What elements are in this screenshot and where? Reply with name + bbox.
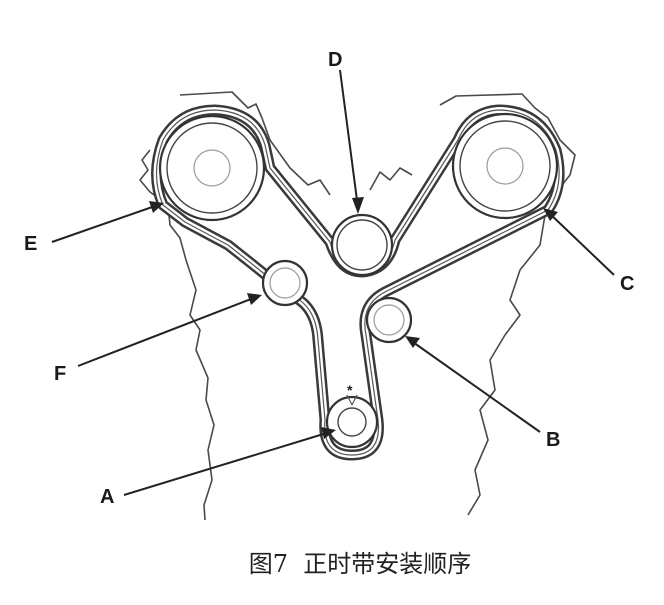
crank-timing-mark: * (347, 382, 353, 398)
water-pump-pulley (330, 213, 394, 277)
leader-line-a (123, 431, 331, 496)
crankshaft-pulley (325, 394, 379, 449)
arrowhead-a (321, 427, 336, 439)
left-camshaft-hub (193, 149, 231, 187)
engine-outline-left (139, 91, 331, 521)
label-a: A (100, 486, 114, 508)
engine-outline-right (369, 93, 576, 516)
label-c: C (620, 273, 634, 295)
timing-belt-core (155, 109, 560, 456)
label-d: D (328, 49, 342, 71)
crank-timing-notch (346, 394, 358, 406)
leader-line-e (51, 204, 159, 243)
leader-line-d (339, 69, 359, 209)
label-f: F (54, 363, 66, 385)
right-camshaft-pulley (451, 112, 559, 220)
arrowhead-c (543, 208, 558, 221)
leader-line-b (409, 339, 541, 433)
arrowhead-d (352, 197, 364, 214)
right-camshaft-hub (486, 147, 524, 185)
label-b: B (546, 429, 560, 451)
leader-line-f (77, 296, 257, 367)
figure-caption: 图7 正时带安装顺序 (249, 550, 472, 578)
arrowhead-e (149, 201, 164, 213)
tensioner-pulley-b (365, 296, 413, 344)
arrowhead-b (405, 336, 420, 348)
arrowhead-f (247, 293, 262, 305)
label-e: E (24, 233, 37, 255)
left-camshaft-pulley (158, 114, 266, 222)
idler-pulley-f (261, 259, 309, 307)
leader-line-c (547, 211, 615, 276)
